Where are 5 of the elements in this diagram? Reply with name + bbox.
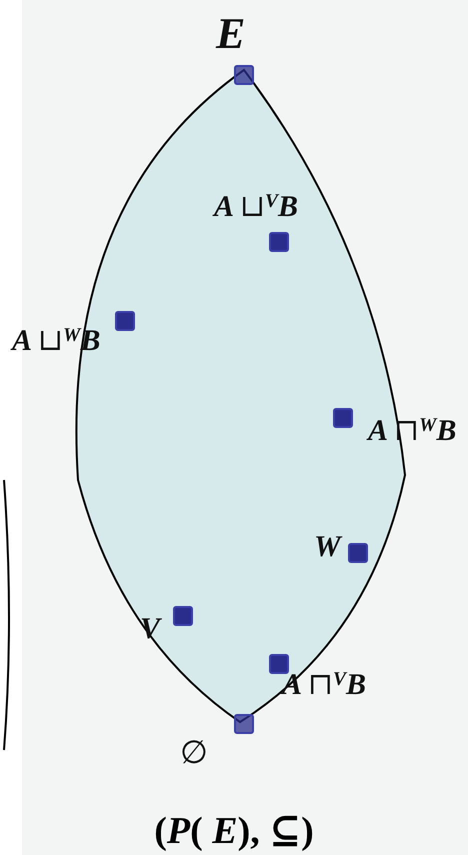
caption: (P( E), ⊆) (154, 812, 314, 850)
point-label: W (314, 532, 341, 562)
point-label: ∅ (180, 736, 208, 768)
point-label: A ⊔$^{V}$B (214, 192, 298, 222)
point-label: E (216, 12, 246, 56)
